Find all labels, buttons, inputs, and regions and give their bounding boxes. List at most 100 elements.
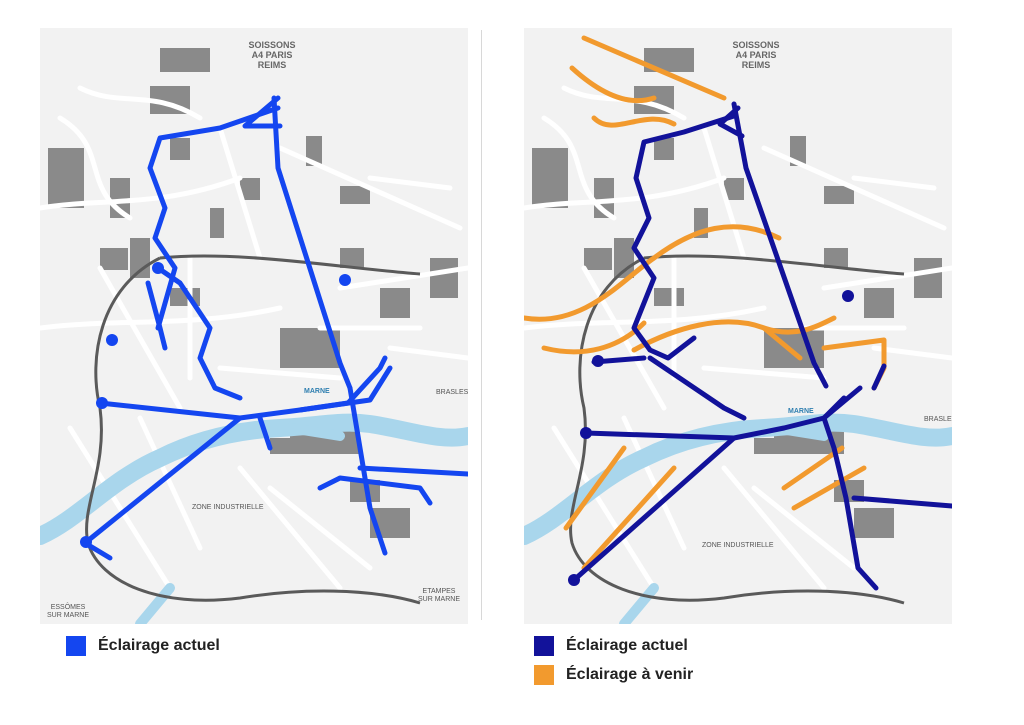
map-future-lighting[interactable]: SOISSONS A4 PARIS REIMS MARNE ZONE INDUS… <box>524 28 952 624</box>
street <box>267 485 373 571</box>
building-block <box>654 288 684 306</box>
current-lighting-route <box>871 363 887 391</box>
building-block <box>864 288 894 318</box>
street <box>851 175 937 191</box>
future-lighting-route <box>563 445 627 531</box>
legend-label: Éclairage actuel <box>98 637 220 654</box>
building-block <box>854 508 894 538</box>
future-lighting-route <box>631 315 837 353</box>
building-block <box>532 148 568 208</box>
current-lighting-route <box>821 415 879 591</box>
label-etampes: ETAMPES SUR MARNE <box>417 588 460 603</box>
legend-label: Éclairage à venir <box>566 666 694 683</box>
building-block <box>584 248 612 270</box>
lighting-node <box>96 397 108 409</box>
river-branch <box>135 423 345 624</box>
street <box>217 365 343 381</box>
street <box>97 265 183 411</box>
street <box>40 175 243 211</box>
future-lighting-route <box>761 325 803 361</box>
legend-label: Éclairage actuel <box>566 637 688 654</box>
street <box>237 465 343 591</box>
current-lighting-network <box>568 101 952 591</box>
building-block <box>914 258 942 298</box>
building-block <box>170 138 190 160</box>
label-marne-river: MARNE <box>304 388 330 395</box>
building-block <box>824 186 854 204</box>
building-block <box>100 248 128 270</box>
street <box>524 175 727 211</box>
current-lighting-route <box>297 355 388 413</box>
street <box>77 85 203 121</box>
street <box>721 465 827 591</box>
label-essomes: ESSÔMES SUR MARNE <box>46 604 89 619</box>
street <box>217 125 263 261</box>
future-lighting-route <box>569 65 657 104</box>
street <box>137 415 203 551</box>
building-block <box>240 178 260 200</box>
building-block <box>380 288 410 318</box>
lighting-node <box>568 574 580 586</box>
future-lighting-route <box>781 445 845 491</box>
legend-item-right-future: Éclairage à venir <box>534 665 693 685</box>
building-block <box>340 186 370 204</box>
label-industrial-zone: ZONE INDUSTRIELLE <box>702 542 774 549</box>
label-industrial-zone: ZONE INDUSTRIELLE <box>192 504 264 511</box>
building-block <box>210 208 224 238</box>
street <box>821 265 952 291</box>
lighting-node <box>580 427 592 439</box>
current-lighting-route <box>317 475 433 506</box>
current-lighting-route <box>357 465 468 477</box>
building-block <box>48 148 84 208</box>
lighting-node <box>106 334 118 346</box>
current-lighting-route <box>82 415 243 546</box>
building-block <box>724 178 744 200</box>
lighting-node <box>339 274 351 286</box>
street <box>621 415 687 551</box>
future-lighting-route <box>591 115 677 128</box>
building-block <box>270 438 300 454</box>
label-brasles: BRASLES <box>924 416 952 423</box>
current-lighting-route <box>571 435 737 583</box>
street <box>701 125 747 261</box>
future-lighting-route <box>791 465 867 511</box>
street <box>751 485 857 571</box>
street <box>337 265 468 291</box>
building-block <box>160 48 210 72</box>
lighting-node <box>80 536 92 548</box>
current-lighting-route <box>647 355 747 421</box>
lighting-node <box>592 355 604 367</box>
current-lighting-network <box>80 95 468 561</box>
lighting-node <box>152 262 164 274</box>
panel-divider <box>481 30 482 620</box>
street <box>367 175 453 191</box>
current-lighting-route <box>155 265 243 401</box>
future-lighting-network <box>524 35 887 571</box>
street <box>67 425 173 591</box>
future-lighting-route <box>524 224 782 322</box>
lighting-node <box>842 290 854 302</box>
legend-item-left-current: Éclairage actuel <box>66 636 220 656</box>
current-lighting-route <box>147 105 281 331</box>
street <box>277 145 463 231</box>
street <box>551 425 657 591</box>
legend-swatch <box>534 636 554 656</box>
building-block <box>340 248 364 268</box>
current-lighting-route <box>821 395 847 421</box>
street <box>871 345 952 361</box>
label-brasles: BRASLES <box>436 389 468 396</box>
building-block <box>824 248 848 268</box>
building-block <box>754 438 784 454</box>
label-north-destinations: SOISSONS A4 PARIS REIMS <box>248 40 296 70</box>
current-lighting-route <box>347 385 388 556</box>
legend-item-right-current: Éclairage actuel <box>534 636 688 656</box>
current-lighting-route <box>257 415 273 451</box>
current-lighting-route <box>851 495 952 509</box>
street <box>541 115 617 221</box>
current-lighting-route <box>631 113 737 361</box>
building-block <box>430 258 458 298</box>
map-current-lighting[interactable]: SOISSONS A4 PARIS REIMS MARNE ZONE INDUS… <box>40 28 468 624</box>
current-lighting-route <box>145 280 168 351</box>
map-canvas-right <box>524 35 952 624</box>
map-canvas-left <box>40 48 468 624</box>
